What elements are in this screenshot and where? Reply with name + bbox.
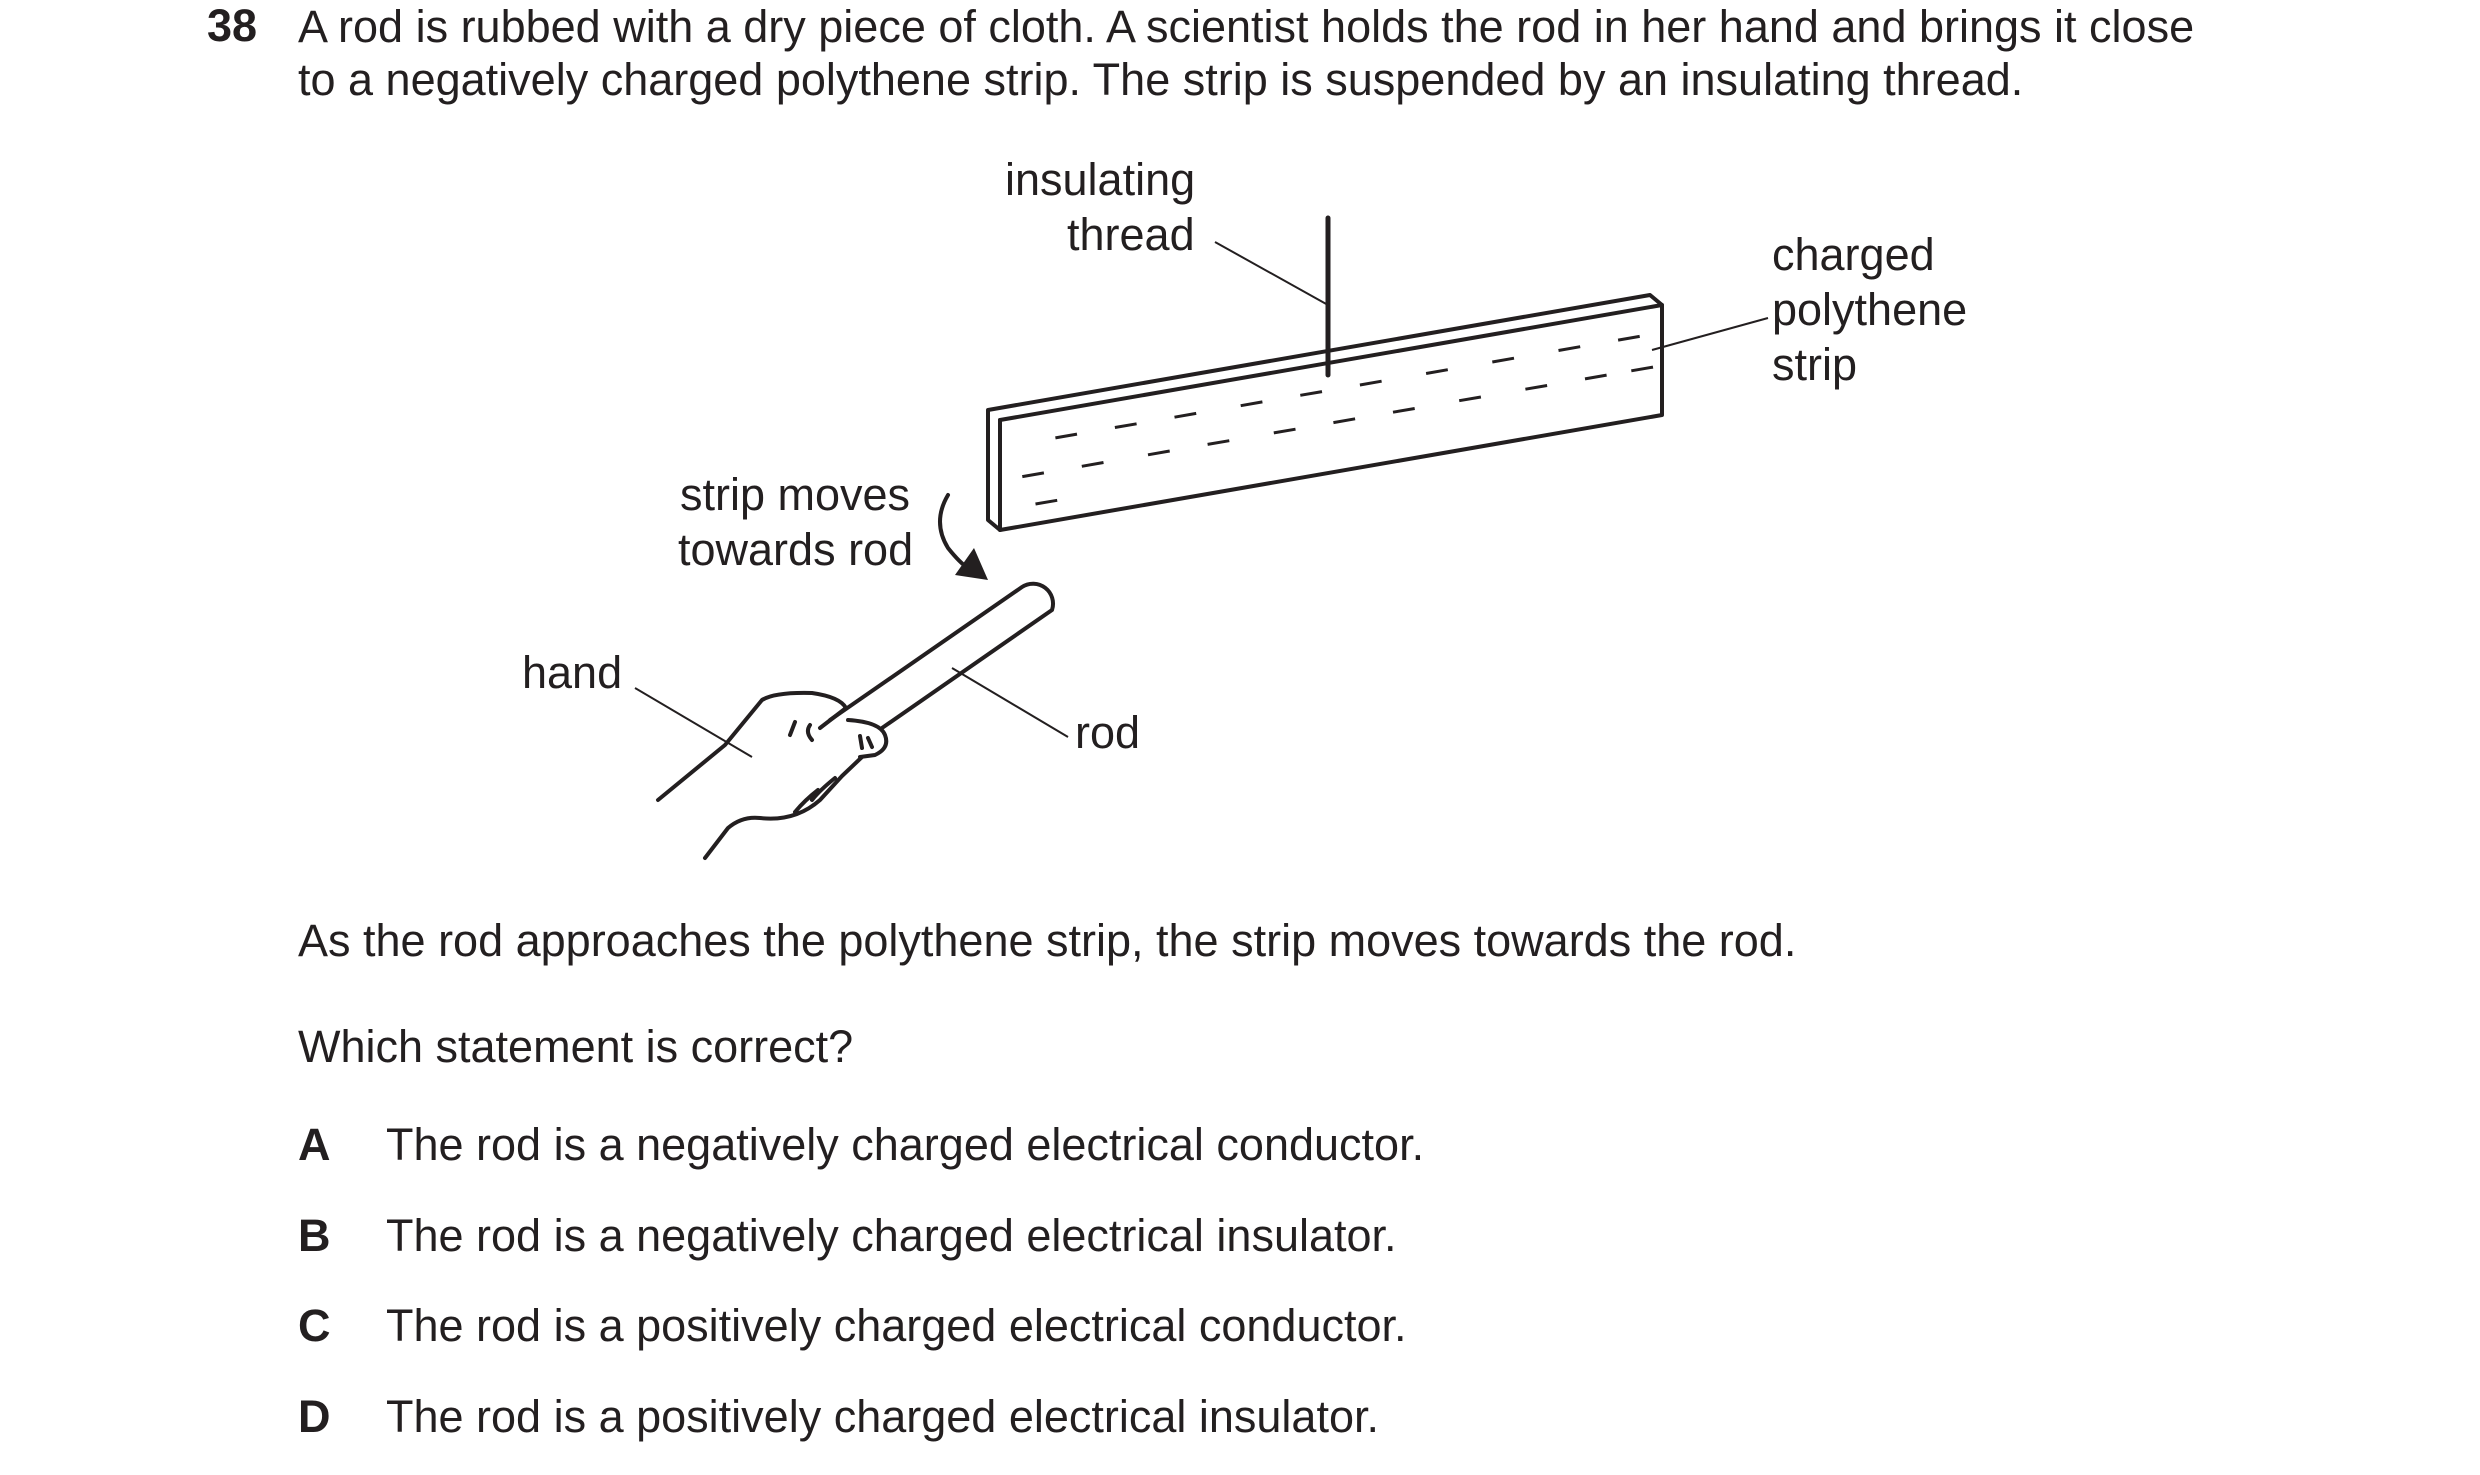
leader-hand — [634, 687, 753, 758]
strip-top-edge — [998, 303, 1664, 422]
label-charged: charged — [1772, 229, 1935, 280]
option-a-text: The rod is a negatively charged electric… — [386, 1119, 1425, 1170]
label-insulating: insulating — [1005, 154, 1195, 205]
question-text-line-1: A rod is rubbed with a dry piece of clot… — [298, 1, 2195, 52]
negative-charge-mark — [1558, 345, 1581, 352]
option-c[interactable]: C The rod is a positively charged electri… — [298, 1300, 1407, 1352]
observation-text: As the rod approaches the polythene stri… — [298, 915, 1797, 966]
option-c-text: The rod is a positively charged electric… — [386, 1300, 1407, 1351]
question-text: A rod is rubbed with a dry piece of clot… — [298, 0, 2318, 106]
label-towards-rod: towards rod — [678, 524, 913, 575]
negative-charge-mark — [1425, 368, 1449, 375]
option-d[interactable]: D The rod is a positively charged electri… — [298, 1391, 1379, 1443]
negative-charge-mark — [1035, 498, 1058, 506]
option-a-letter: A — [298, 1119, 331, 1170]
label-hand: hand — [522, 647, 622, 698]
negative-charge-mark — [1492, 356, 1515, 364]
negative-charge-mark — [1273, 427, 1296, 435]
option-c-letter: C — [298, 1300, 331, 1351]
negative-charge-mark — [1300, 390, 1323, 397]
prompt-text: Which statement is correct? — [298, 1021, 854, 1072]
leader-thread — [1214, 241, 1329, 306]
charged-strip-diagram: insulating thread charged polythene stri… — [522, 154, 1967, 860]
negative-charge-mark — [1114, 422, 1137, 429]
leader-strip — [1651, 317, 1769, 351]
label-strip-moves: strip moves — [680, 469, 910, 520]
negative-charge-mark — [1584, 373, 1607, 381]
negative-charge-mark — [1022, 471, 1045, 479]
negative-charge-mark — [1147, 449, 1170, 457]
negative-charge-mark — [1392, 407, 1415, 414]
option-b-text: The rod is a negatively charged electric… — [386, 1210, 1397, 1261]
negative-charge-mark — [1631, 365, 1654, 373]
option-b[interactable]: B The rod is a negatively charged electri… — [298, 1210, 1397, 1262]
hand-outline — [656, 690, 889, 860]
question-text-line-2: to a negatively charged polythene strip.… — [298, 54, 2024, 105]
negative-charge-mark — [1174, 411, 1197, 419]
option-d-text: The rod is a positively charged electric… — [386, 1391, 1379, 1442]
label-thread: thread — [1067, 209, 1195, 260]
negative-charge-mark — [1458, 395, 1482, 403]
polythene-strip — [986, 293, 1664, 532]
negative-charge-mark — [1240, 400, 1263, 408]
option-b-letter: B — [298, 1210, 331, 1261]
negative-charge-mark — [1359, 379, 1382, 387]
option-a[interactable]: A The rod is a negatively charged electri… — [298, 1119, 1424, 1171]
leader-rod — [951, 667, 1069, 738]
negative-charge-mark — [1333, 417, 1356, 425]
rod — [828, 581, 1056, 730]
question-number: 38 — [207, 0, 258, 51]
label-strip: strip — [1772, 339, 1857, 390]
movement-arrow-head — [955, 548, 988, 580]
negative-charge-mark — [1525, 384, 1548, 391]
option-d-letter: D — [298, 1391, 331, 1442]
movement-arrow — [938, 493, 970, 570]
negative-charge-mark — [1207, 439, 1230, 446]
label-rod: rod — [1075, 707, 1140, 758]
charge-marks — [1022, 334, 1654, 506]
negative-charge-mark — [1081, 461, 1104, 468]
negative-charge-mark — [1617, 334, 1640, 342]
negative-charge-mark — [1055, 432, 1078, 440]
label-polythene: polythene — [1772, 284, 1967, 335]
